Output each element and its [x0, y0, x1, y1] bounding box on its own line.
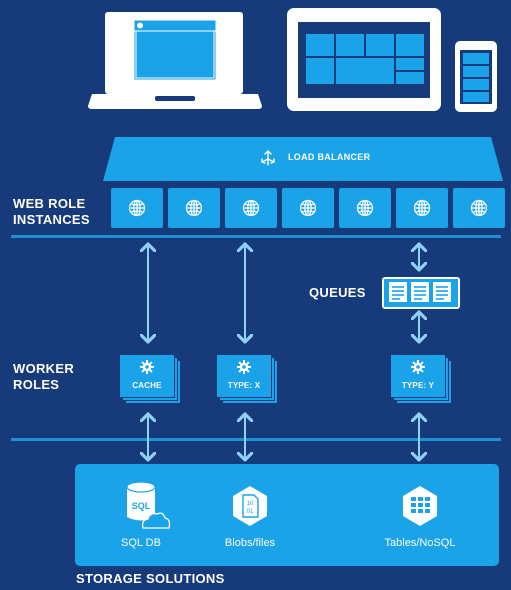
storage-panel [75, 464, 499, 566]
worker-roles-label-line2: ROLES [13, 377, 60, 392]
web-role-instance [111, 188, 163, 228]
network-arrows-icon [261, 150, 275, 166]
worker-role-label: TYPE: Y [401, 381, 435, 390]
phone-icon [455, 41, 497, 112]
storage-label-sql: SQL DB [121, 537, 161, 549]
storage-solutions-label: STORAGE SOLUTIONS [76, 571, 225, 586]
worker-role-1: CACHE [119, 354, 181, 404]
queue-container [382, 277, 460, 309]
load-balancer [103, 137, 503, 181]
queues-label: QUEUES [309, 285, 366, 300]
web-role-instance [225, 188, 277, 228]
worker-roles-label-line1: WORKER [13, 361, 75, 376]
load-balancer-label: LOAD BALANCER [288, 152, 371, 162]
web-role-instance [396, 188, 448, 228]
web-role-instance [282, 188, 334, 228]
storage-label-blobs: Blobs/files [224, 537, 276, 549]
laptop-icon [88, 12, 262, 109]
globe-icon [413, 199, 431, 217]
gear-icon [411, 360, 425, 374]
web-role-label-line2: INSTANCES [13, 212, 90, 227]
globe-icon [242, 199, 260, 217]
worker-role-3: TYPE: Y [390, 354, 452, 404]
globe-icon [185, 199, 203, 217]
storage-label-tables: Tables/NoSQL [384, 537, 456, 549]
worker-role-label: CACHE [132, 381, 162, 390]
web-role-label: WEB ROLE INSTANCES [13, 196, 90, 228]
globe-icon [470, 199, 488, 217]
globe-icon [356, 199, 374, 217]
gear-icon [140, 360, 154, 374]
worker-role-label: TYPE: X [227, 381, 261, 390]
worker-roles-label: WORKER ROLES [13, 361, 74, 393]
tablet-icon [287, 8, 441, 111]
globe-icon [299, 199, 317, 217]
globe-icon [128, 199, 146, 217]
gear-icon [237, 360, 251, 374]
web-role-instance [453, 188, 505, 228]
divider-bottom [11, 438, 501, 441]
web-role-label-line1: WEB ROLE [13, 196, 86, 211]
worker-role-2: TYPE: X [216, 354, 278, 404]
divider-top [11, 235, 501, 238]
web-role-instance [339, 188, 391, 228]
web-role-instance [168, 188, 220, 228]
